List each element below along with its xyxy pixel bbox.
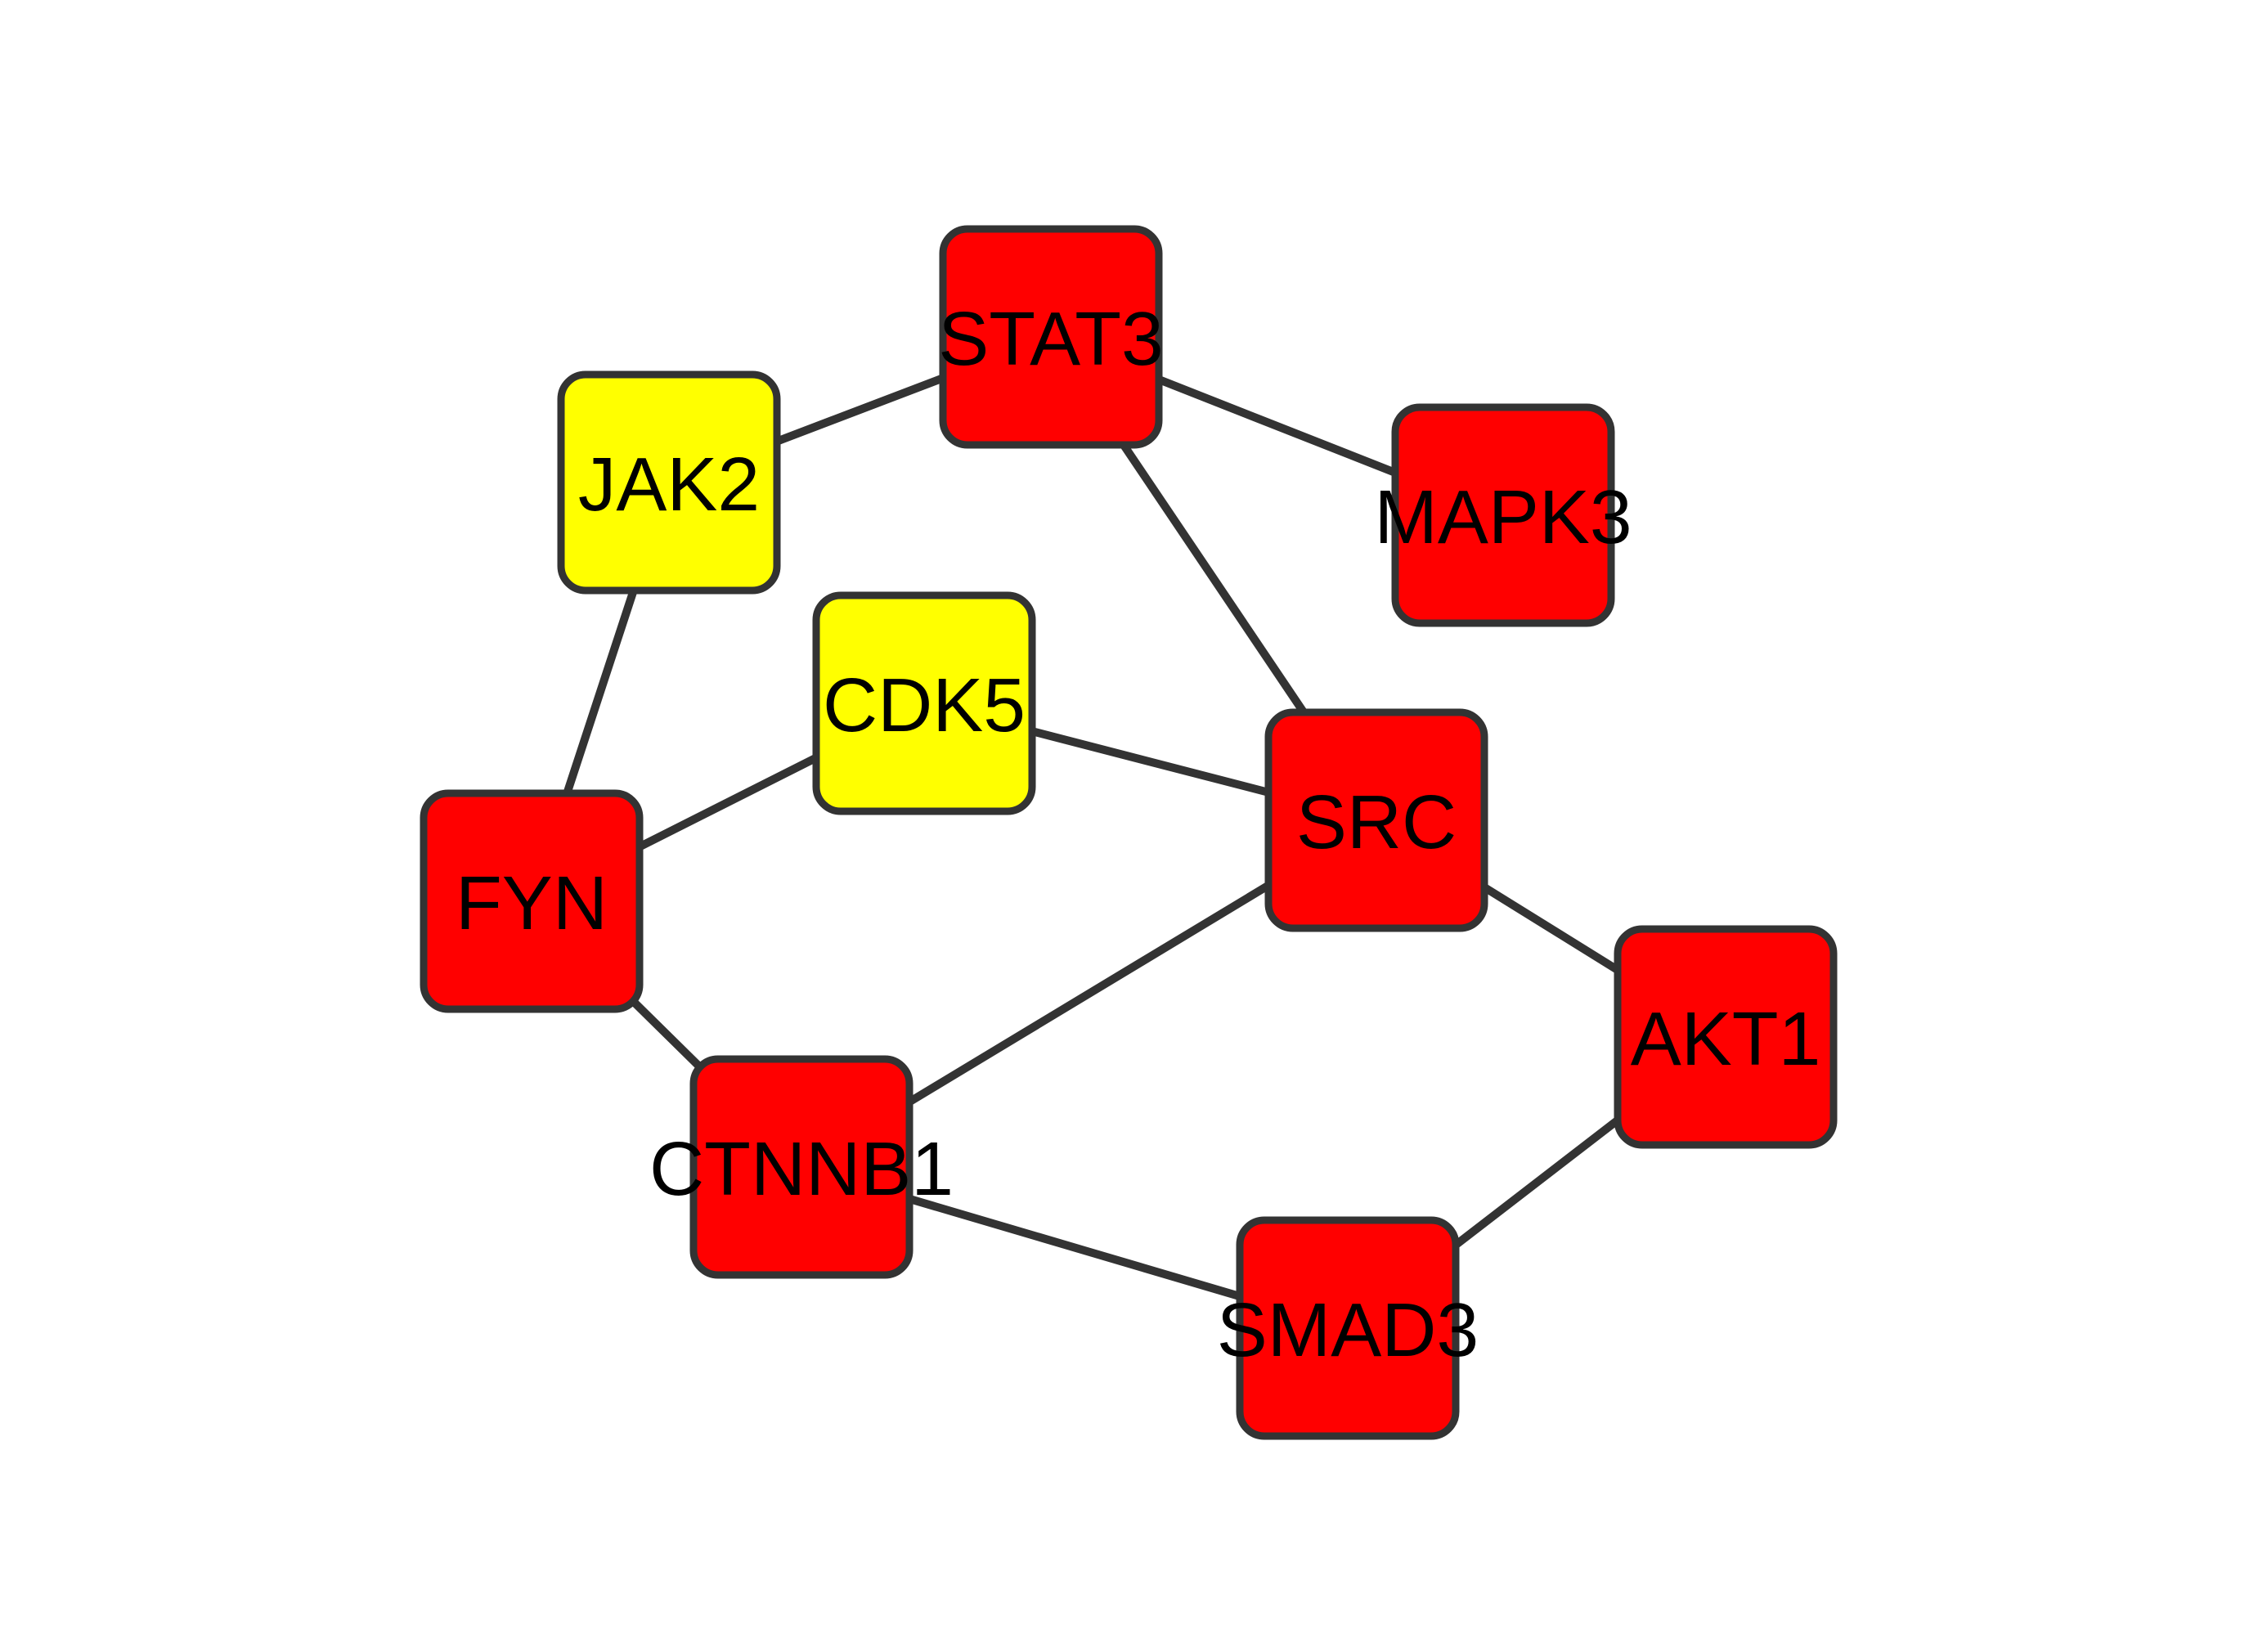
node-label: SRC [1296, 779, 1457, 864]
node-mapk3[interactable]: MAPK3 [1374, 403, 1632, 627]
node-box [1264, 708, 1488, 932]
node-label: MAPK3 [1374, 474, 1632, 559]
node-akt1[interactable]: AKT1 [1614, 925, 1838, 1149]
node-box [939, 225, 1163, 449]
node-box [1236, 1216, 1460, 1440]
node-label: CDK5 [823, 662, 1026, 747]
node-smad3[interactable]: SMAD3 [1217, 1216, 1479, 1440]
node-src[interactable]: SRC [1264, 708, 1488, 932]
node-label: STAT3 [938, 296, 1164, 381]
node-box [557, 370, 781, 595]
node-box [1391, 403, 1615, 627]
node-label: FYN [456, 860, 608, 945]
node-box [420, 789, 644, 1013]
node-jak2[interactable]: JAK2 [557, 370, 781, 595]
node-label: AKT1 [1631, 996, 1821, 1081]
node-cdk5[interactable]: CDK5 [812, 591, 1036, 815]
node-stat3[interactable]: STAT3 [938, 225, 1164, 449]
node-fyn[interactable]: FYN [420, 789, 644, 1013]
node-box [1614, 925, 1838, 1149]
node-box [689, 1055, 914, 1279]
node-label: SMAD3 [1217, 1287, 1479, 1372]
node-ctnnb1[interactable]: CTNNB1 [649, 1055, 954, 1279]
node-box [812, 591, 1036, 815]
node-label: JAK2 [578, 442, 760, 527]
node-label: CTNNB1 [649, 1126, 954, 1211]
